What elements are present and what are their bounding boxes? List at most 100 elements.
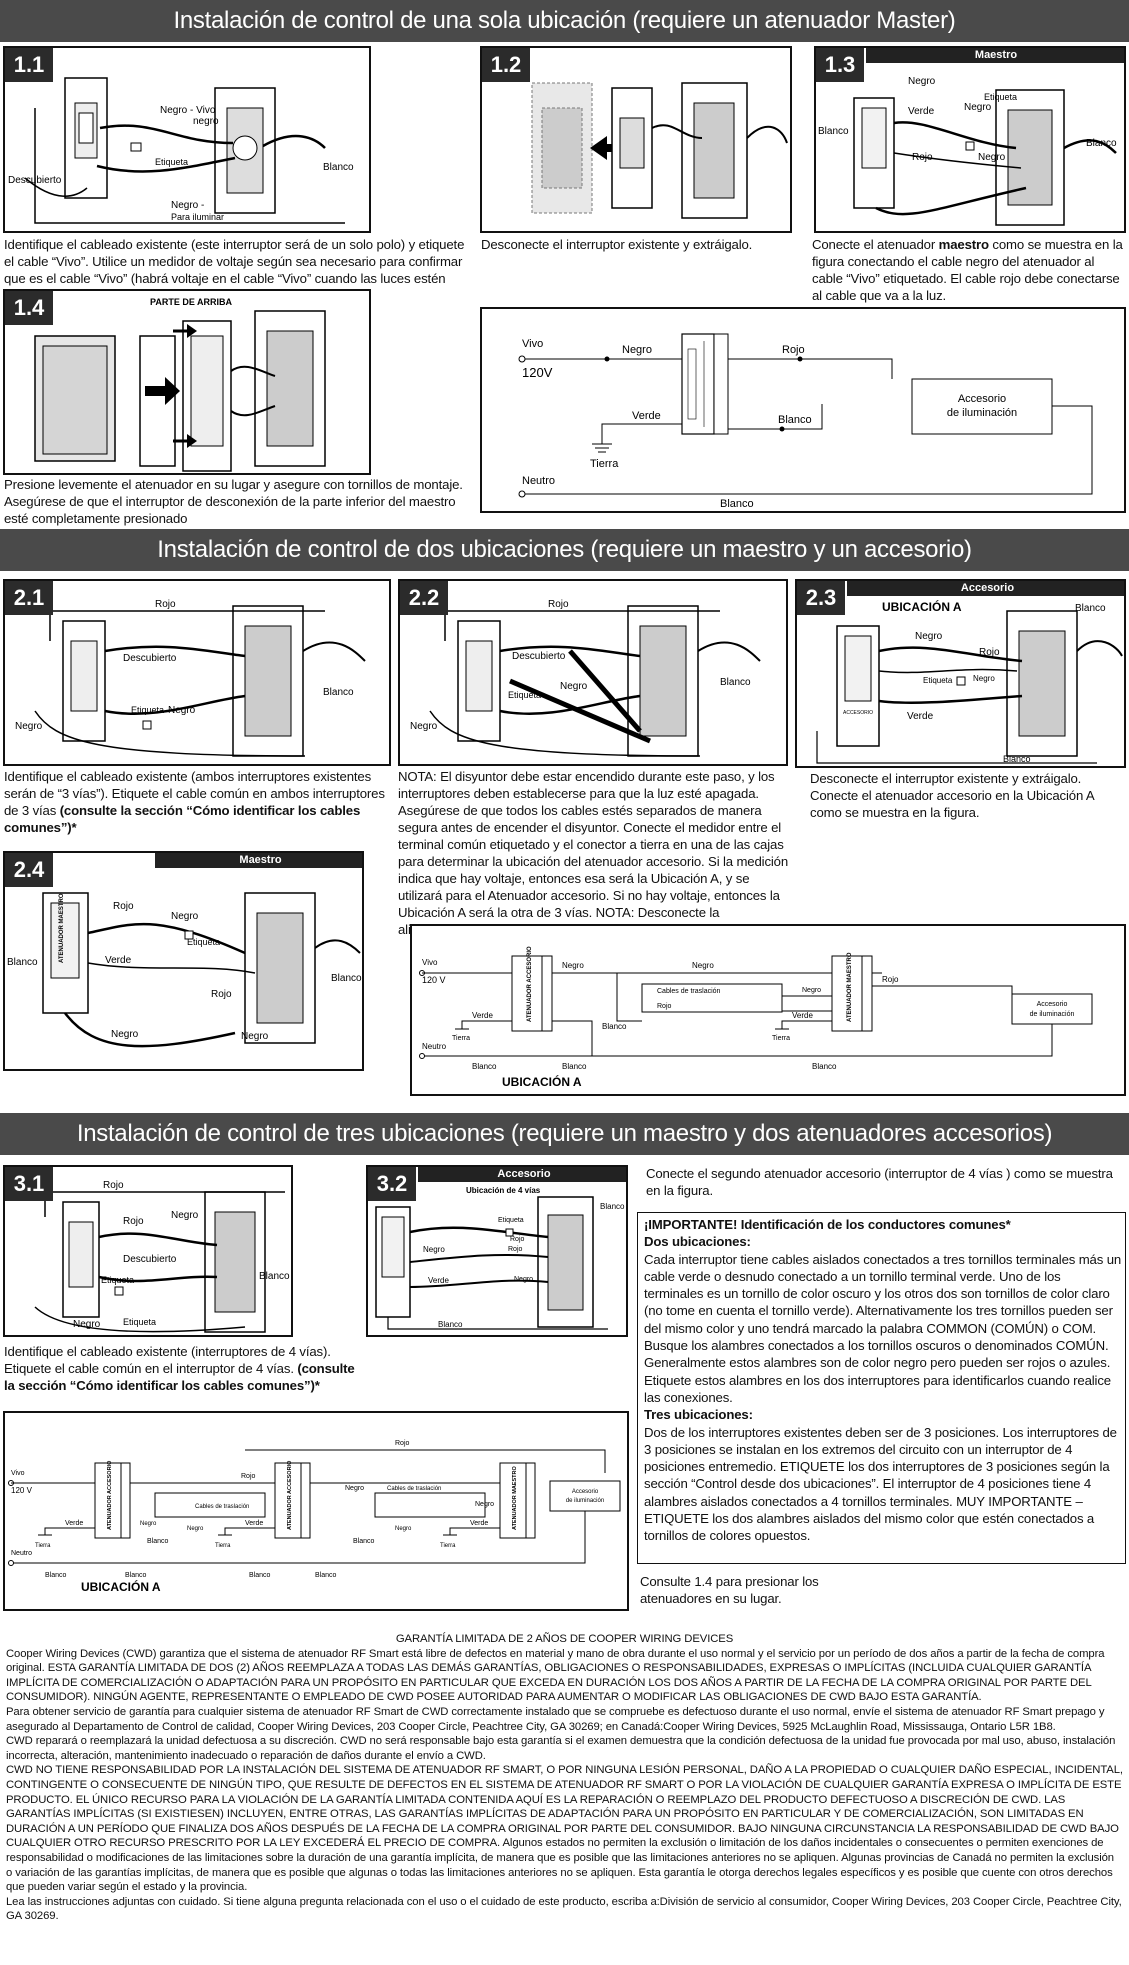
label-negro: negro (193, 116, 219, 127)
label-blanco-2: Blanco (472, 1062, 497, 1071)
label-verde-2: Verde (245, 1520, 263, 1527)
label-etiqueta: Etiqueta (498, 1217, 524, 1224)
label-negro: Negro (187, 1526, 204, 1532)
step-2-3-caption: Desconecte el interruptor existente y ex… (810, 771, 1094, 820)
label-blanco: Blanco (818, 126, 849, 137)
step-number: 2.3 (797, 581, 845, 615)
label-tierra: Tierra (452, 1035, 470, 1042)
label-rojo: Rojo (395, 1440, 410, 1447)
label-rojo: Rojo (510, 1236, 525, 1243)
warranty-paragraph: Para obtener servicio de garantía para c… (6, 1705, 1105, 1733)
label-cables-2: Cables de traslación (387, 1486, 441, 1492)
step-3-1-caption: Identifique el cableado existente (inter… (4, 1343, 364, 1394)
label-neutro: Neutro (522, 475, 555, 487)
label-negro-2: Negro (692, 961, 714, 970)
schematic-3: ATENUADOR ACCESORIO ATENUADOR ACCESORIO … (3, 1411, 629, 1611)
accessory-band: Accesorio (847, 581, 1124, 596)
step-number: 2.1 (5, 581, 53, 615)
label-blanco: Blanco (7, 957, 38, 968)
label-etiqueta: Etiqueta (508, 690, 541, 700)
step-1-3-caption: Conecte el atenuador maestro como se mue… (812, 236, 1128, 304)
label-rojo: Rojo (103, 1180, 124, 1191)
step-2-4-figure: 2.4 Maestro ATENUADOR MAESTRO Rojo Negro… (3, 851, 364, 1071)
label-negro-3: Negro (802, 987, 821, 994)
label-blanco-3: Blanco (562, 1062, 587, 1071)
schematic-2-diagram: ATENUADOR ACCESORIO ATENUADOR MAESTRO Vi… (419, 946, 1093, 1089)
label-negro-2: Negro (973, 674, 995, 683)
label-negro: Negro (168, 705, 196, 716)
label-blanco-2: Blanco (1003, 754, 1031, 764)
three-locations-text: Dos de los interruptores existentes debe… (644, 1424, 1117, 1544)
caption-bold: maestro (938, 237, 989, 252)
caption-text: Identifique el cableado existente (inter… (4, 1344, 331, 1376)
label-blanco-6: Blanco (315, 1572, 337, 1579)
two-locations-title: Dos ubicaciones: (644, 1234, 751, 1250)
step-3-2-figure: 3.2 Accesorio Ubicación de 4 vías Etique… (366, 1165, 628, 1337)
warranty-title: GARANTÍA LIMITADA DE 2 AÑOS DE COOPER WI… (395, 1633, 734, 1645)
label-negro: Negro (908, 76, 936, 87)
schematic-3-diagram: ATENUADOR ACCESORIO ATENUADOR ACCESORIO … (8, 1440, 621, 1594)
label-negro: Negro (915, 631, 943, 642)
label-descubierto: Descubierto (8, 175, 62, 186)
section-2-header: Instalación de control de dos ubicacione… (0, 529, 1129, 571)
label-blanco: Blanco (147, 1538, 169, 1545)
label-blanco-2: Blanco (1086, 138, 1117, 149)
label-blanco: Blanco (778, 414, 812, 426)
label-rojo: Rojo (979, 647, 1000, 658)
label-blanco-2: Blanco (331, 973, 362, 984)
label-blanco-5: Blanco (249, 1572, 271, 1579)
step-number: 1.2 (482, 48, 530, 82)
step-3-2-caption: Conecte el segundo atenuador accesorio (… (646, 1166, 1113, 1198)
label-blanco: Blanco (600, 1202, 625, 1211)
label-etiqueta: Etiqueta (923, 676, 953, 685)
caption-text: como se muestra en la figura conectando … (812, 237, 1123, 303)
step-number: 1.4 (5, 291, 53, 325)
label-blanco: Blanco (720, 677, 751, 688)
device-2-label: ATENUADOR ACCESORIO (287, 1460, 293, 1530)
label-negro-2: Negro (410, 721, 438, 732)
label-verde: Verde (105, 955, 132, 966)
label-blanco: Blanco (323, 162, 354, 173)
wiring-illustration: Negro - Vivo negro Etiqueta Descubierto … (8, 77, 354, 224)
label-rojo: Rojo (548, 599, 569, 610)
label-120v: 120 V (11, 1486, 33, 1495)
label-verde: Verde (472, 1011, 493, 1020)
step-number: 1.1 (5, 48, 53, 82)
label-negro-3: Negro (978, 152, 1006, 163)
step-1-4-figure: 1.4 PARTE DE ARRIBA (3, 289, 371, 475)
label-verde: Verde (65, 1520, 83, 1527)
label-blanco-2: Blanco (438, 1320, 463, 1329)
four-way-accessory-illustration: Ubicación de 4 vías Etiqueta Blanco Negr… (375, 1186, 625, 1330)
label-negro-2: Negro (15, 721, 43, 732)
warranty-paragraph: Cooper Wiring Devices (CWD) garantiza qu… (6, 1647, 1105, 1704)
step-2-1-figure: 2.1 Rojo Descubierto Etiqueta Negro Negr… (3, 579, 391, 766)
label-cables: Cables de traslación (195, 1504, 249, 1510)
step-3-1-figure: 3.1 Rojo Rojo Negro Descubierto Etiqueta… (3, 1165, 293, 1337)
label-iluminacion: de iluminación (1030, 1011, 1075, 1018)
important-box (637, 1212, 1126, 1564)
step-number: 3.1 (5, 1167, 53, 1201)
section-3-header: Instalación de control de tres ubicacion… (0, 1113, 1129, 1155)
label-blanco: Blanco (323, 687, 354, 698)
label-para-iluminar: Para iluminar (171, 212, 224, 222)
step-1-3-figure: 1.3 Maestro Negro Etiqueta Negro Verde B… (814, 46, 1126, 233)
label-tierra: Tierra (590, 458, 619, 470)
label-negro: Negro (423, 1245, 445, 1254)
schematic-2: ATENUADOR ACCESORIO ATENUADOR MAESTRO Vi… (410, 924, 1126, 1096)
label-tierra-2: Tierra (215, 1543, 231, 1549)
label-tierra-3: Tierra (440, 1543, 456, 1549)
label-verde-3: Verde (470, 1520, 488, 1527)
label-etiqueta: Etiqueta (131, 705, 164, 715)
label-verde: Verde (632, 410, 661, 422)
step-number: 1.3 (816, 48, 864, 82)
four-way-label: Ubicación de 4 vías (466, 1186, 541, 1195)
step-1-2-figure: 1.2 (480, 46, 792, 233)
label-tierra: Tierra (35, 1543, 51, 1549)
device-3-label: ATENUADOR MAESTRO (512, 1466, 518, 1530)
location-a-label: UBICACIÓN A (882, 599, 962, 614)
label-etiqueta: Etiqueta (984, 92, 1017, 102)
consulte-note: Consulte 1.4 para presionar los atenuado… (640, 1574, 819, 1606)
label-etiqueta-2: Etiqueta (123, 1317, 156, 1327)
label-negro: Negro (562, 961, 584, 970)
label-accesorio: Accesorio (1037, 1001, 1068, 1008)
